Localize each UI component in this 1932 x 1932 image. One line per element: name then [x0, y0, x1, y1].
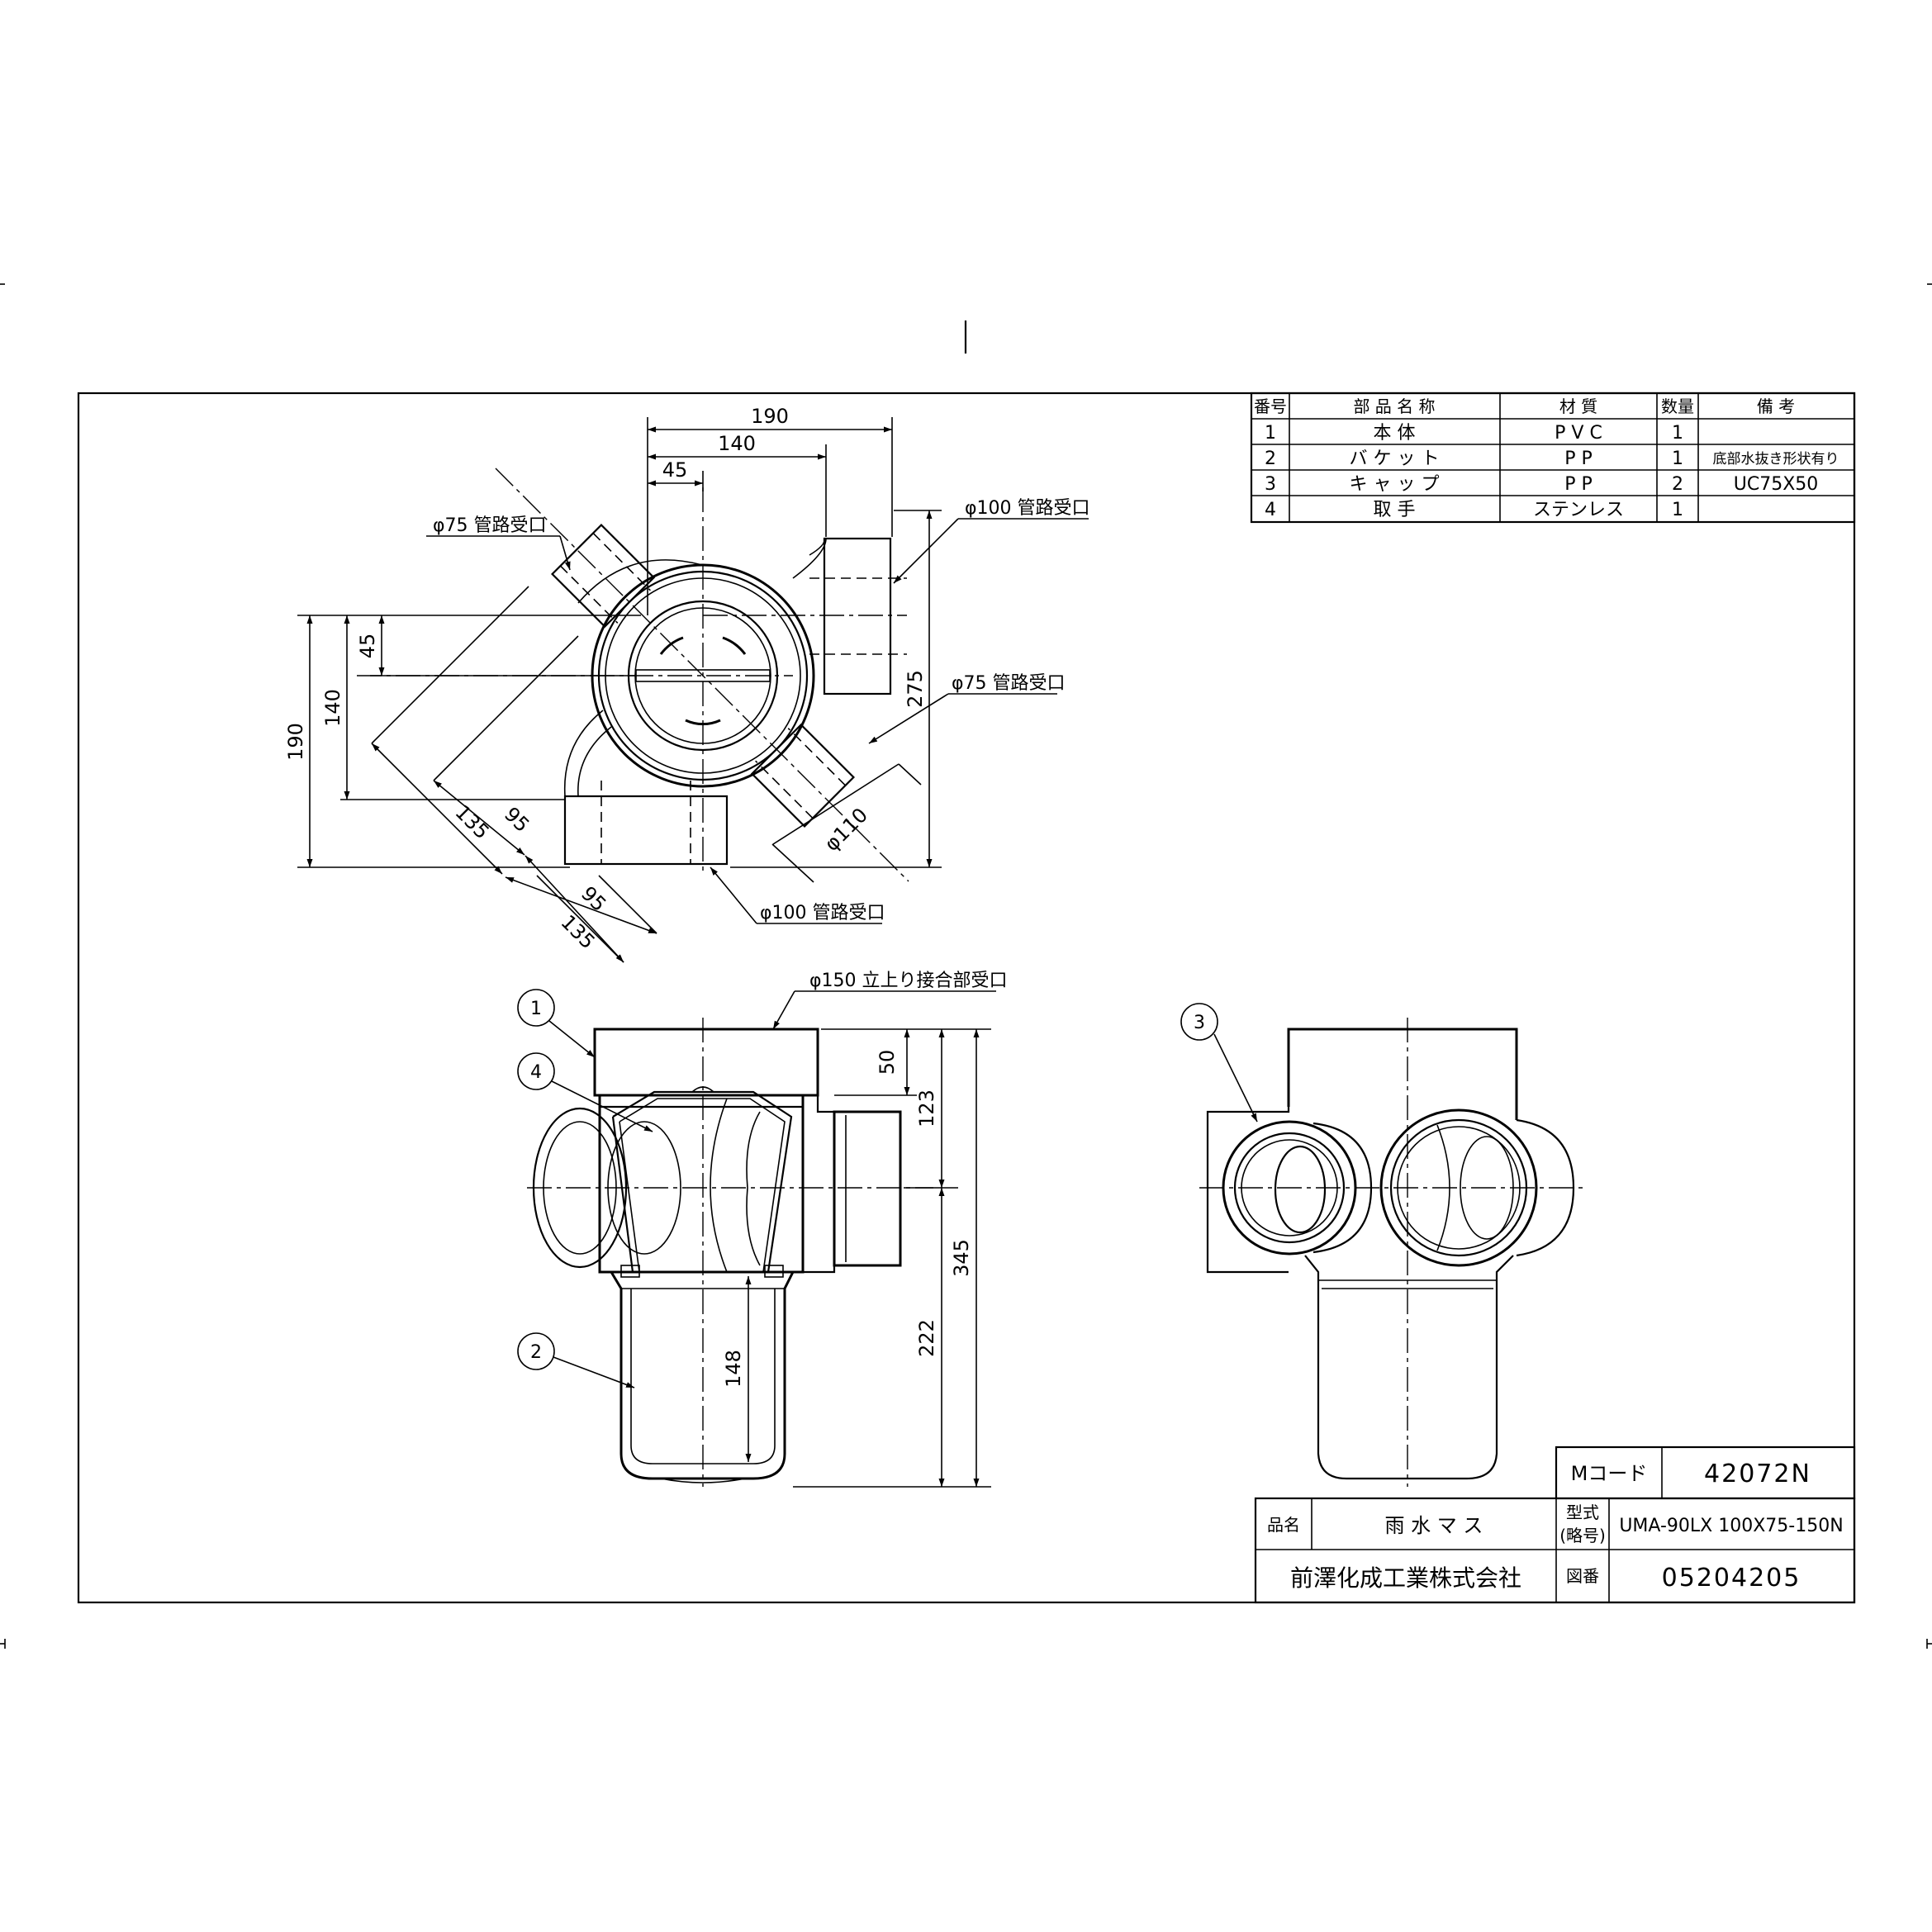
table-header-name: 部 品 名 称	[1353, 396, 1435, 416]
product-label: 品名	[1267, 1515, 1300, 1535]
table-header-note: 備 考	[1757, 396, 1795, 416]
balloon-1: 1	[517, 989, 596, 1058]
dim-plan-135-b: 135	[557, 910, 600, 953]
dim-plan-95-b: 95	[577, 882, 610, 916]
table-row: 2 バ ケ ッ ト P P 1 底部水抜き形状有り	[1265, 449, 1839, 469]
label-inlet75-left: φ75 管路受口	[433, 515, 547, 536]
label-inlet75-right: φ75 管路受口	[952, 673, 1066, 694]
drawing-frame	[77, 392, 1856, 1604]
table-cell-name: 本 体	[1374, 423, 1416, 444]
plan-view: 190 140 45 190 140 45 275 135 95 95 135	[284, 405, 1090, 963]
title-block: Mコード 42072N 品名 雨 水 マ ス 型式 (略号) UMA-90LX …	[1254, 1445, 1856, 1604]
side-view: 3	[1180, 1003, 1586, 1487]
table-cell-qty: 1	[1672, 500, 1683, 520]
table-cell-qty: 1	[1672, 423, 1683, 444]
table-cell-qty: 1	[1672, 449, 1683, 469]
table-header-material: 材 質	[1559, 396, 1597, 416]
model-value: UMA-90LX 100X75-150N	[1619, 1516, 1843, 1536]
product-value: 雨 水 マ ス	[1385, 1514, 1483, 1537]
table-row: 3 キ ャ ッ プ P P 2 UC75X50	[1265, 474, 1818, 495]
mcode-label: Mコード	[1571, 1462, 1648, 1485]
dim-plan-190-top: 190	[751, 405, 789, 428]
sheet-marks	[0, 283, 1932, 1649]
dim-front-148: 148	[722, 1350, 745, 1388]
table-cell-no: 2	[1265, 449, 1276, 469]
balloon-4: 4	[517, 1052, 653, 1132]
dim-plan-140-left: 140	[321, 689, 344, 727]
company-name: 前澤化成工業株式会社	[1290, 1564, 1521, 1592]
label-inlet100-right: φ100 管路受口	[965, 498, 1090, 519]
table-cell-material: P P	[1564, 474, 1593, 495]
table-cell-note: UC75X50	[1734, 474, 1819, 495]
table-cell-name: 取 手	[1374, 500, 1416, 520]
front-view: 50 123 222 345 148 φ150 立上り接合部受口 1 4 2	[517, 971, 1008, 1488]
label-riser-150: φ150 立上り接合部受口	[809, 971, 1008, 991]
parts-table: 番号 部 品 名 称 材 質 数量 備 考 1 本 体 P V C 1 2 バ …	[1250, 392, 1856, 524]
dim-plan-45-left: 45	[356, 634, 379, 659]
table-header-no: 番号	[1254, 396, 1287, 416]
table-cell-material: ステンレス	[1533, 500, 1624, 520]
balloon-3-number: 3	[1194, 1013, 1205, 1033]
dim-plan-190-left: 190	[284, 723, 307, 761]
dim-front-345: 345	[950, 1239, 973, 1277]
table-cell-no: 4	[1265, 500, 1276, 520]
table-cell-qty: 2	[1672, 474, 1683, 495]
dim-plan-140-top: 140	[718, 432, 756, 455]
dim-front-50: 50	[876, 1050, 899, 1075]
table-cell-no: 3	[1265, 474, 1276, 495]
model-label-1: 型式	[1566, 1502, 1599, 1522]
balloon-1-number: 1	[530, 999, 542, 1019]
table-cell-name: バ ケ ッ ト	[1350, 449, 1440, 469]
dim-plan-45-top: 45	[662, 458, 688, 482]
table-header-qty: 数量	[1661, 396, 1694, 416]
dim-plan-phi110: φ110	[820, 804, 872, 856]
table-cell-material: P P	[1564, 449, 1593, 469]
drawing-no-value: 05204205	[1662, 1564, 1801, 1593]
balloon-2-number: 2	[530, 1342, 542, 1363]
dim-plan-135-a: 135	[451, 800, 494, 843]
table-cell-note: 底部水抜き形状有り	[1713, 451, 1839, 468]
table-cell-material: P V C	[1555, 423, 1602, 444]
table-cell-no: 1	[1265, 423, 1276, 444]
balloon-2: 2	[517, 1332, 635, 1388]
dim-plan-275: 275	[904, 670, 927, 708]
table-row: 1 本 体 P V C 1	[1265, 423, 1683, 444]
table-row: 4 取 手 ステンレス 1	[1265, 500, 1683, 520]
table-cell-name: キ ャ ッ プ	[1350, 474, 1440, 495]
dim-plan-95-a: 95	[500, 803, 534, 837]
balloon-3: 3	[1180, 1003, 1258, 1123]
balloon-4-number: 4	[530, 1062, 542, 1083]
dim-front-222: 222	[915, 1319, 938, 1357]
model-label-2: (略号)	[1559, 1526, 1606, 1545]
label-inlet100-bottom: φ100 管路受口	[760, 903, 885, 923]
dim-front-123: 123	[915, 1089, 938, 1127]
drawing-no-label: 図番	[1566, 1566, 1599, 1586]
mcode-value: 42072N	[1704, 1460, 1811, 1488]
